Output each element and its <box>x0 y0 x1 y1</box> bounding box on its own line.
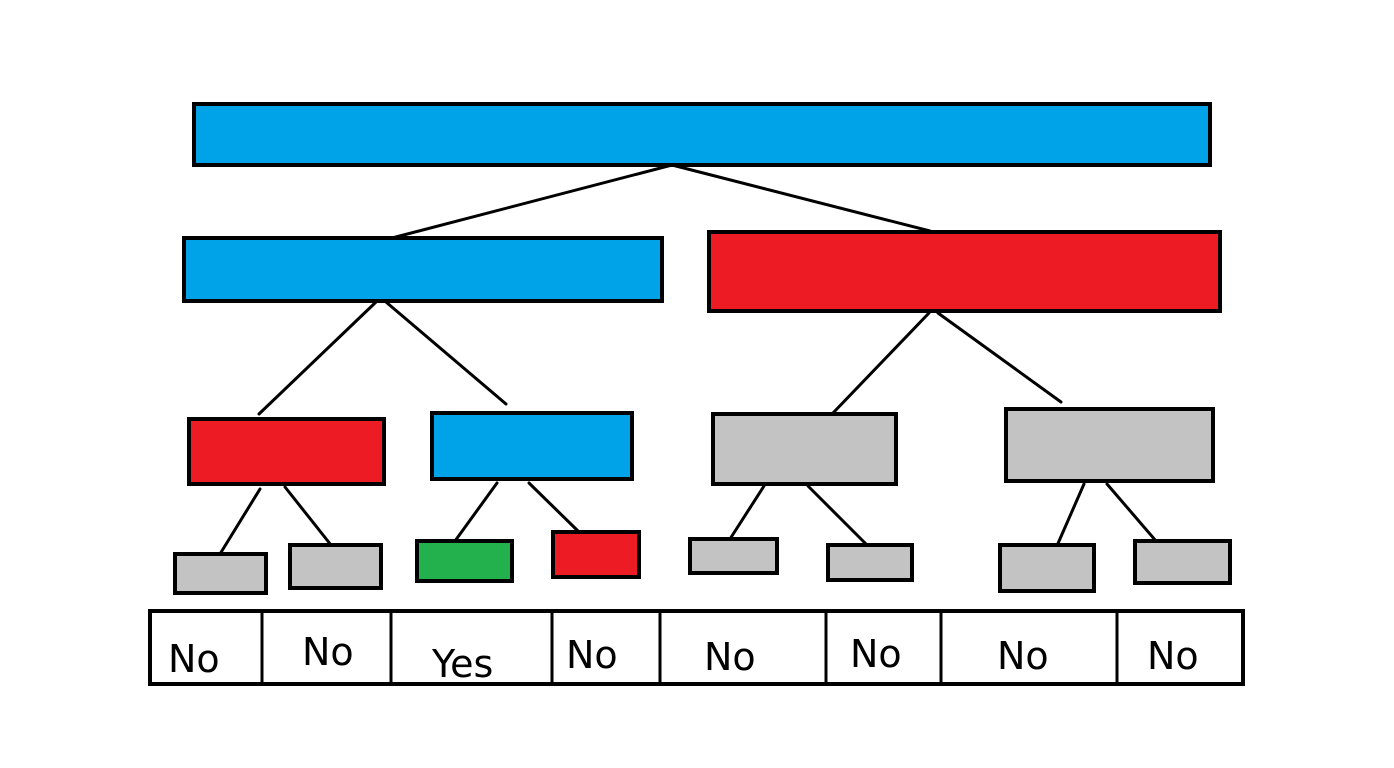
edge-l2d-to-leaf7 <box>1054 482 1086 550</box>
answer-row-frame <box>148 609 1245 686</box>
answer-cell-5: No <box>704 635 756 679</box>
answer-row: No No Yes No No No No No <box>148 609 1245 686</box>
tree-leaf-2 <box>288 543 383 590</box>
tree-edges <box>218 163 1158 556</box>
answer-cell-2: No <box>302 630 354 674</box>
answer-cell-7: No <box>997 634 1049 678</box>
tree-leaf-5 <box>688 537 779 575</box>
edge-l1a-to-l2b <box>384 300 508 406</box>
edge-l1b-to-l2d <box>936 311 1063 404</box>
answer-cell-6: No <box>850 632 902 676</box>
edge-l2c-to-leaf5 <box>728 484 766 541</box>
tree-node-level1-left <box>182 236 664 303</box>
edge-l2a-to-leaf2 <box>283 485 333 547</box>
edge-root-to-right <box>670 163 932 233</box>
tree-node-level2-b <box>430 411 634 481</box>
edge-l2b-to-leaf3 <box>453 481 499 543</box>
edge-l1b-to-l2c <box>831 311 931 415</box>
tree-leaf-3 <box>415 539 514 583</box>
edge-l1a-to-l2a <box>257 300 378 416</box>
tree-leaf-4 <box>551 530 641 579</box>
tree-node-root <box>192 102 1212 167</box>
tree-node-level2-a <box>187 417 386 486</box>
tree-leaf-7 <box>998 543 1096 593</box>
tree-leaf-1 <box>173 552 268 595</box>
edge-l2c-to-leaf6 <box>806 484 869 547</box>
answer-cell-8: No <box>1147 634 1199 678</box>
edge-root-to-left <box>390 163 674 240</box>
answer-cell-3: Yes <box>431 642 493 686</box>
answer-cell-1: No <box>168 637 220 681</box>
edge-l2a-to-leaf1 <box>218 487 262 556</box>
edge-l2d-to-leaf8 <box>1105 482 1158 543</box>
tree-node-level2-c <box>711 412 898 486</box>
tree-node-level1-right <box>707 230 1222 313</box>
answer-cell-4: No <box>566 633 618 677</box>
tree-node-level2-d <box>1004 407 1215 483</box>
tree-leaf-6 <box>826 543 914 582</box>
tree-leaf-8 <box>1133 539 1232 585</box>
edge-l2b-to-leaf4 <box>527 481 580 533</box>
